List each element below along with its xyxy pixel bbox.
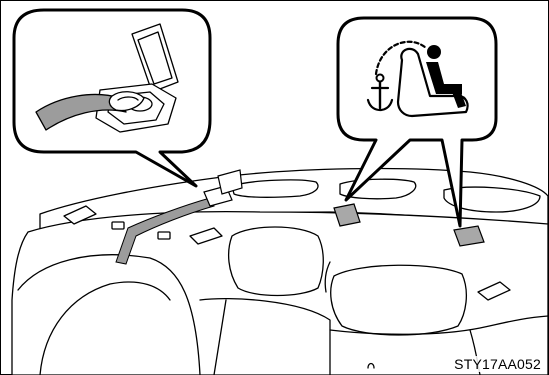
- tether-slot-1: [112, 222, 124, 229]
- anchor-pad-right: [454, 226, 484, 246]
- tether-slot-2: [158, 232, 170, 239]
- headrest-center: [229, 227, 324, 296]
- headrest-right: [331, 265, 467, 335]
- rear-seat-illustration: [12, 169, 548, 375]
- figure-code: STY17AA052: [452, 356, 543, 372]
